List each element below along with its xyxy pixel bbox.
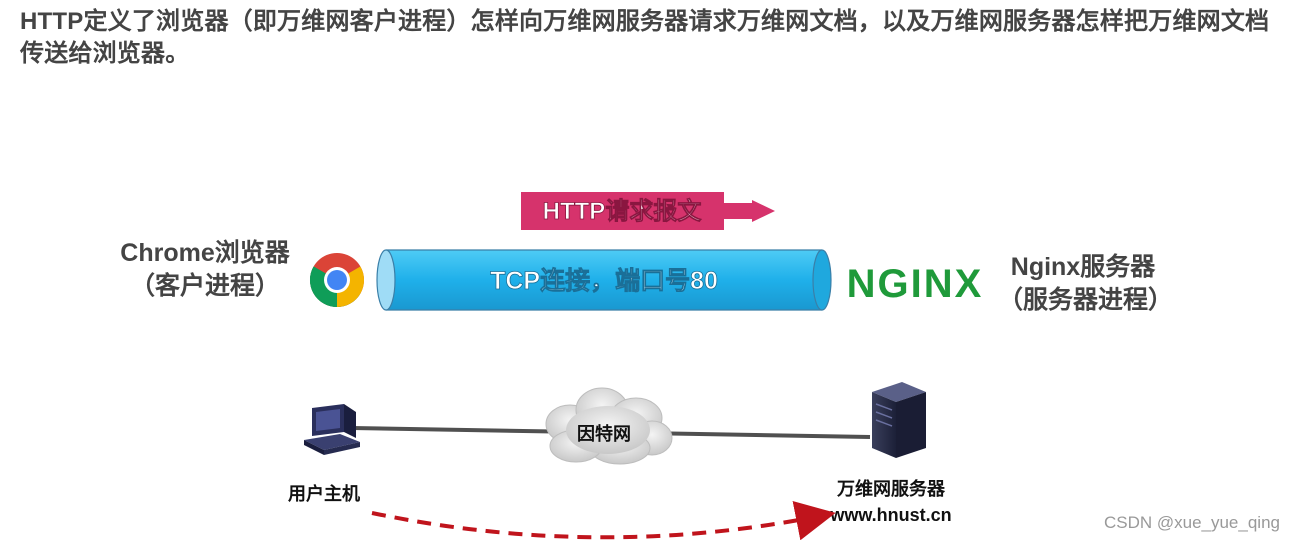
server-label-line2: （服务器进程） [998, 286, 1174, 314]
client-label: Chrome浏览器 （客户进程） [112, 237, 298, 303]
http-request-arrow: HTTP请求报文 [521, 192, 775, 230]
web-server-domain: www.hnust.cn [829, 505, 951, 525]
computer-icon [304, 404, 360, 455]
chrome-icon [309, 253, 365, 308]
request-path-arrow [371, 501, 836, 541]
server-label: Nginx服务器 （服务器进程） [998, 251, 1174, 317]
server-label-line1: Nginx服务器 [1010, 253, 1156, 281]
web-server-label: 万维网服务器 [836, 478, 946, 499]
tcp-connection-pipe: TCP连接，端口号80 [376, 249, 832, 311]
user-host-label: 用户主机 [288, 483, 360, 504]
internet-cloud-label: 因特网 [577, 423, 631, 444]
page-title: HTTP定义了浏览器（即万维网客户进程）怎样向万维网服务器请求万维网文档，以及万… [20, 8, 1270, 67]
server-icon [872, 382, 926, 458]
nginx-logo: NGINX [847, 262, 984, 306]
nginx-logo-text: NGINX [847, 262, 984, 306]
internet-cloud: 因特网 [545, 387, 673, 465]
watermark: CSDN @xue_yue_qing [1103, 513, 1280, 532]
http-request-label: HTTP请求报文 [543, 197, 703, 225]
client-label-line2: （客户进程） [129, 272, 280, 300]
tcp-connection-label: TCP连接，端口号80 [490, 267, 718, 295]
client-label-line1: Chrome浏览器 [120, 239, 290, 267]
